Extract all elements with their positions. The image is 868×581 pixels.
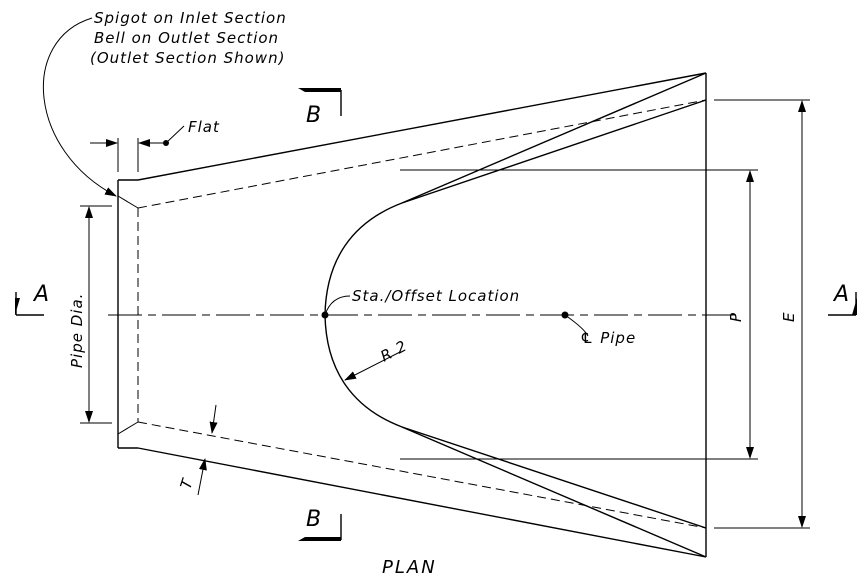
section-a-left: A — [32, 282, 49, 307]
dimension-lines — [85, 100, 806, 528]
dim-p-label: P — [727, 312, 745, 322]
leaders — [43, 17, 589, 496]
note-line-2: Bell on Outlet Section — [94, 29, 279, 47]
inner-wall-hidden-lines — [117, 99, 707, 529]
note-line-3: (Outlet Section Shown) — [90, 49, 285, 67]
dim-e-label: E — [780, 312, 798, 322]
location-label: Sta./Offset Location — [352, 287, 520, 305]
centerline-label: ℄ Pipe — [580, 329, 636, 347]
wing-lines — [324, 72, 707, 558]
extension-lines — [80, 99, 810, 529]
flat-label: Flat — [188, 118, 220, 136]
pipe-dia-label: Pipe Dia. — [68, 293, 86, 368]
location-point — [321, 311, 329, 319]
thickness-label: T — [177, 475, 198, 491]
view-title: PLAN — [382, 557, 437, 578]
section-b-top: B — [306, 103, 321, 128]
note-line-1: Spigot on Inlet Section — [94, 9, 287, 27]
section-markers — [15, 88, 857, 541]
section-b-bottom: B — [306, 507, 321, 532]
section-a-right: A — [832, 282, 849, 307]
